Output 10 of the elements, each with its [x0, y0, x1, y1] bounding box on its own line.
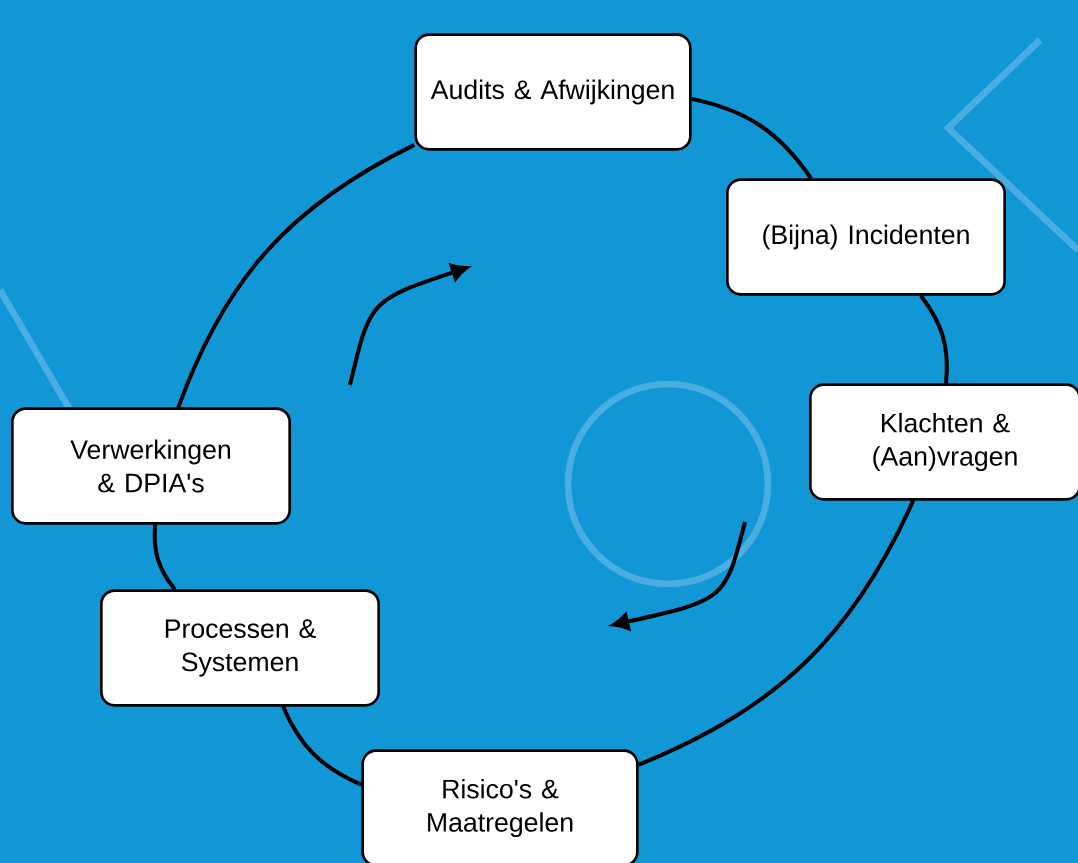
label-box: Verwerkingen & DPIA's: [11, 407, 291, 525]
label-box: Klachten & (Aan)vragen: [809, 383, 1078, 501]
ring-arc: [152, 524, 177, 591]
ring-arc: [919, 294, 949, 384]
label-box: Processen & Systemen: [100, 589, 380, 707]
ring-arc: [691, 96, 813, 180]
label-box: Risico's & Maatregelen: [361, 749, 639, 863]
label-box: Audits & Afwijkingen: [414, 33, 692, 151]
label-box: (Bijna) Incidenten: [726, 178, 1006, 296]
ring-arc: [281, 705, 363, 787]
